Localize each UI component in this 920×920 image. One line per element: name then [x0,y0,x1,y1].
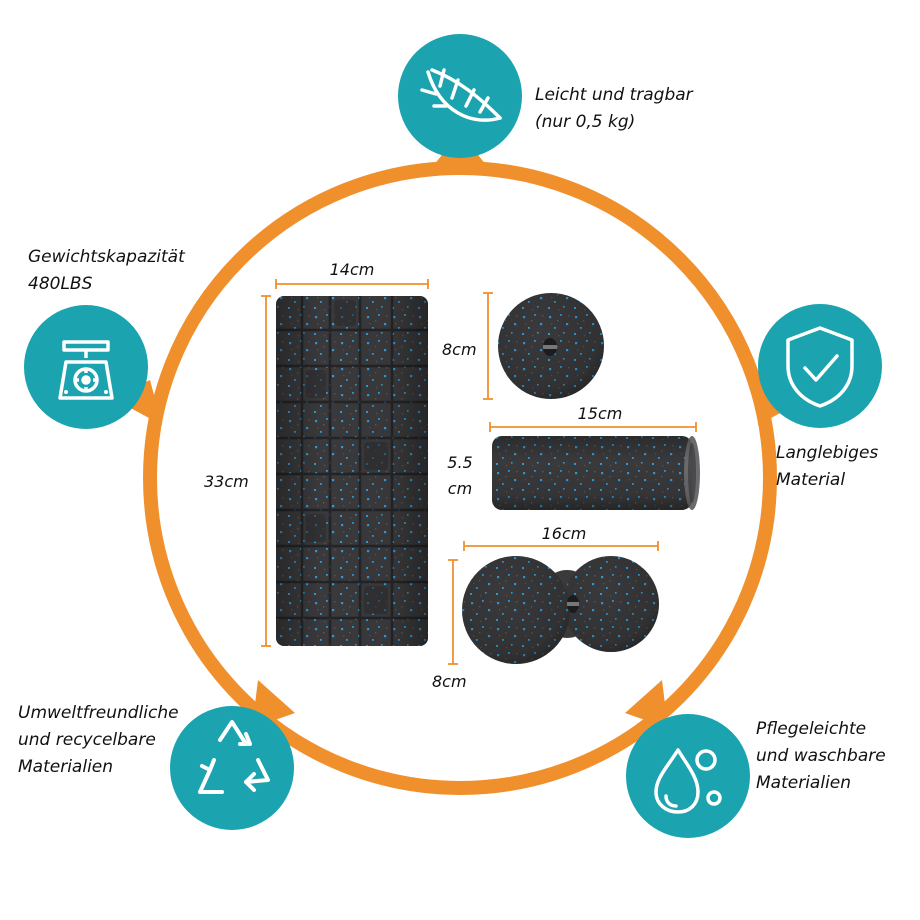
feature-label-capacity: Gewichtskapazität 480LBS [28,247,185,294]
duo-ball [462,556,659,664]
feature-label-care: Pflegeleichte und waschbare Materialien [756,719,886,793]
water-drops-icon [654,748,722,814]
feather-badge [398,34,522,158]
massage-ball [498,293,604,399]
feature-label-eco: Umweltfreundliche und recycelbare Materi… [18,703,179,777]
scale-icon [58,340,114,400]
roller-height-label: 33cm [204,472,249,491]
feature-label-weight: Leicht und tragbar (nur 0,5 kg) [535,85,693,132]
feather-icon [420,68,502,122]
scale-badge [24,305,148,429]
duo-ball-length-line [463,541,659,551]
shield-check-icon [786,326,854,408]
water-badge [626,714,750,838]
ball-diameter-line [483,292,493,400]
foam-roller [276,296,428,646]
roller-width-line [275,279,429,289]
recycle-badge [170,706,294,830]
duo-ball-length-label: 16cm [541,524,587,543]
shield-badge [758,304,882,428]
ball-diameter-label: 8cm [442,340,477,359]
mini-roller-length-line [489,422,697,432]
roller-width-label: 14cm [329,260,375,279]
duo-ball-diameter-line [448,559,458,665]
mini-roller-diameter-label: 5.5 cm [447,453,473,498]
duo-ball-diameter-label: 8cm [432,672,467,691]
roller-height-line [261,295,271,647]
mini-roller [492,436,700,510]
recycle-icon [198,720,270,794]
feature-label-durable: Langlebiges Material [776,443,879,490]
mini-roller-length-label: 15cm [577,404,623,423]
